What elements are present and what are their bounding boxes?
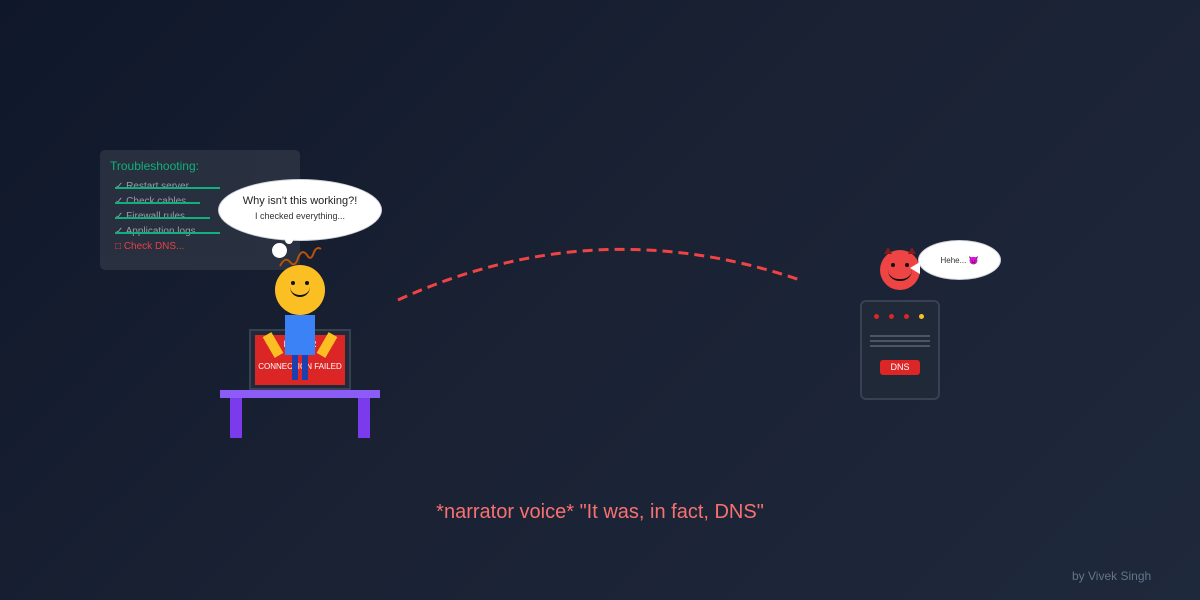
server-vent (870, 345, 930, 347)
desk-leg (358, 398, 370, 438)
horn-icon (908, 247, 916, 254)
strikethrough-line (115, 187, 220, 189)
narrator-caption: *narrator voice* "It was, in fact, DNS" (436, 501, 764, 523)
desk-top (220, 390, 380, 398)
thought-dot-big (272, 243, 287, 258)
eye-icon (891, 263, 895, 267)
devil-speech-bubble: Hehe... 😈 (919, 241, 1000, 279)
status-led-icon (904, 314, 909, 319)
error-message: CONNECTION FAILED (258, 362, 342, 371)
person-leg-left (292, 355, 298, 380)
devil-speech-text: Hehe... 😈 (940, 256, 979, 265)
person-head (275, 265, 325, 315)
eye-icon (305, 281, 309, 285)
desk-leg (230, 398, 242, 438)
person-leg-right (302, 355, 308, 380)
server-vent (870, 340, 930, 342)
dns-label: DNS (880, 360, 920, 375)
checklist-item-done: ✓ Firewall rules (115, 211, 210, 222)
checklist-title: Troubleshooting: (110, 159, 199, 173)
status-led-icon (919, 314, 924, 319)
dns-server: DNS (860, 300, 940, 400)
thought-dot-small (285, 236, 293, 244)
status-led-icon (874, 314, 879, 319)
speech-pointer (910, 262, 920, 274)
checklist-item-pending: □ Check DNS... (115, 241, 185, 252)
eye-icon (905, 263, 909, 267)
thought-bubble: Why isn't this working?! I checked every… (219, 180, 381, 240)
eye-icon (291, 281, 295, 285)
thought-line-2: I checked everything... (254, 211, 346, 221)
checklist-item-done: ✓ Check cables (115, 196, 200, 207)
strikethrough-line (115, 217, 210, 219)
smile-icon (290, 287, 310, 297)
frustration-squiggle-icon (279, 247, 322, 267)
checklist-item-done: ✓ Application logs (115, 226, 220, 237)
dashed-arc (397, 247, 801, 302)
smile-icon (888, 270, 912, 281)
strikethrough-line (115, 232, 220, 234)
checklist-item-done: ✓ Restart server (115, 181, 220, 192)
server-vent (870, 335, 930, 337)
thought-line-1: Why isn't this working?! (242, 195, 358, 207)
horn-icon (884, 247, 892, 254)
status-led-icon (889, 314, 894, 319)
person-body (285, 315, 315, 355)
strikethrough-line (115, 202, 200, 204)
author-credit: by Vivek Singh (1072, 569, 1152, 583)
